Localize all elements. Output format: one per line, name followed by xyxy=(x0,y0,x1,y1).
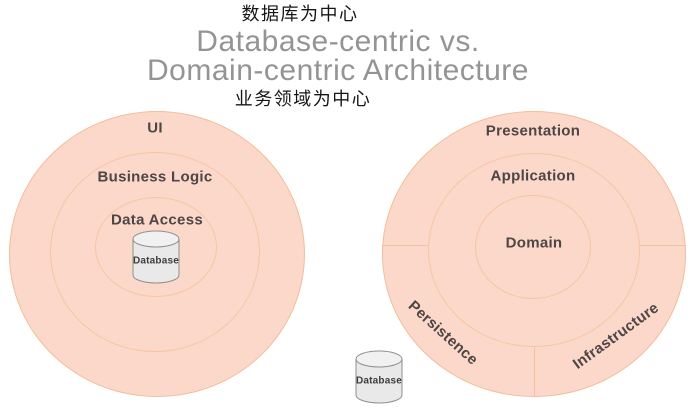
layer-label-application: Application xyxy=(490,167,576,185)
header-annotation-top: 数据库为中心 xyxy=(241,4,359,24)
layer-label-ui: UI xyxy=(147,119,163,137)
layer-label-domain: Domain xyxy=(505,234,563,252)
domain-centric-ring-inner xyxy=(475,195,591,299)
database-cylinder-left: Database xyxy=(132,230,180,284)
layer-label-business-logic: Business Logic xyxy=(97,168,213,186)
header-annotation-bottom: 业务领域为中心 xyxy=(234,89,372,109)
db-centric-ring-inner xyxy=(95,197,217,297)
segment-divider-bottom xyxy=(534,347,535,396)
database-label-left: Database xyxy=(132,255,180,267)
database-cylinder-right: Database xyxy=(355,350,403,404)
segment-divider-right xyxy=(640,245,686,246)
database-label-right: Database xyxy=(355,375,403,387)
title-line-2: Domain-centric Architecture xyxy=(147,54,529,87)
layer-label-presentation: Presentation xyxy=(485,122,581,140)
title-line-1: Database-centric vs. xyxy=(196,25,480,58)
domain-centric-ring-middle xyxy=(428,153,640,347)
db-centric-ring-middle xyxy=(50,152,260,352)
segment-divider-left xyxy=(382,245,428,246)
layer-label-data-access: Data Access xyxy=(111,211,203,229)
database-cylinder-icon xyxy=(355,350,403,404)
database-cylinder-icon xyxy=(132,230,180,284)
